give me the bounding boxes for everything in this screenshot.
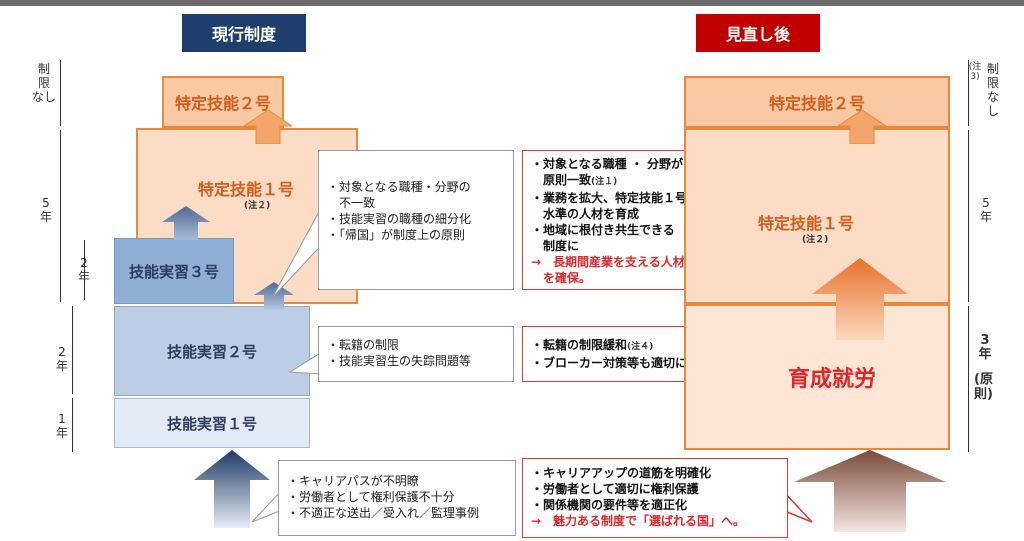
revised-ikusei-box: 育成就労 xyxy=(684,304,950,450)
arrow-up-entry-revised-icon xyxy=(794,450,946,532)
redbox-top-note: (注１) xyxy=(591,177,618,187)
redbox-middle-note: (注４) xyxy=(627,342,654,352)
revised-tokutei2-box: 特定技能２号 xyxy=(684,76,950,128)
current-ginou3-box: 技能実習３号 xyxy=(114,238,234,304)
current-ginou1-label: 技能実習１号 xyxy=(166,414,257,433)
header-current-system: 現行制度 xyxy=(182,14,306,52)
current-ginou3-label: 技能実習３号 xyxy=(128,262,219,281)
arrow-up-revised-tokutei2-icon xyxy=(838,110,886,144)
left-ruler-one-year: 1 年 xyxy=(55,412,68,440)
current-ginou1-box: 技能実習１号 xyxy=(114,398,310,448)
revised-ikusei-label: 育成就労 xyxy=(787,367,876,392)
top-border xyxy=(0,0,1024,6)
left-ruler-two-years-b: 2 年 xyxy=(55,345,68,373)
arrow-up-ginou3-icon xyxy=(162,206,210,240)
current-tokutei1-note: (注２) xyxy=(244,201,271,211)
redbox-top-conclusion-2: を確保。 xyxy=(531,271,592,285)
right-ruler-unlimited: 制 限 なし xyxy=(986,62,999,118)
revised-tokutei1-note: (注２) xyxy=(802,235,829,245)
current-ginou2-box: 技能実習２号 xyxy=(114,306,310,396)
revised-tokutei2-label: 特定技能２号 xyxy=(768,94,865,113)
revised-tokutei1-box: 特定技能１号 (注２) xyxy=(684,128,950,304)
revised-tokutei1-label: 特定技能１号 xyxy=(758,214,855,233)
redbox-bottom-conclusion: → 魅力ある制度で「選ばれる国」へ。 xyxy=(531,514,746,528)
left-ruler-five-years: 5 年 xyxy=(39,196,52,224)
callout-current-issues-middle: ・転籍の制限 ・技能実習生の失踪問題等 xyxy=(318,326,514,382)
current-ginou2-label: 技能実習２号 xyxy=(166,342,257,361)
left-ruler-two-years-a: 2 年 xyxy=(72,256,96,284)
redbox-top-conclusion: → 長期間産業を支える人材 xyxy=(531,255,685,269)
callout-current-issues-top: ・対象となる職種・分野の 不一致 ・技能実習の職種の細分化 ・「帰国」が制度上の… xyxy=(318,150,514,290)
callout-current-issues-bottom: ・キャリアパスが不明瞭 ・労働者として権利保護不十分 ・不適正な送出／受入れ／監… xyxy=(278,460,516,536)
right-ruler-three-years: 3 年 xyxy=(978,333,992,362)
current-tokutei1-label: 特定技能１号 xyxy=(198,180,295,199)
arrow-up-entry-blue-icon xyxy=(194,450,270,528)
arrow-up-revised-tokutei1-icon xyxy=(812,258,908,340)
right-ruler-five-years: 5 年 xyxy=(979,196,992,224)
right-ruler-note: (注3) xyxy=(968,62,982,82)
right-ruler-principle: (原則) xyxy=(974,372,993,402)
current-tokutei2-label: 特定技能２号 xyxy=(174,94,271,113)
arrow-up-to-tokutei2-icon xyxy=(244,110,292,144)
header-revised-system: 見直し後 xyxy=(696,14,820,52)
redbox-revised-bottom: ・キャリアアップの道筋を明確化 ・労働者として適切に権利保護 ・関係機関の要件等… xyxy=(522,458,788,538)
left-ruler-unlimited: 制 限 なし xyxy=(31,62,56,104)
